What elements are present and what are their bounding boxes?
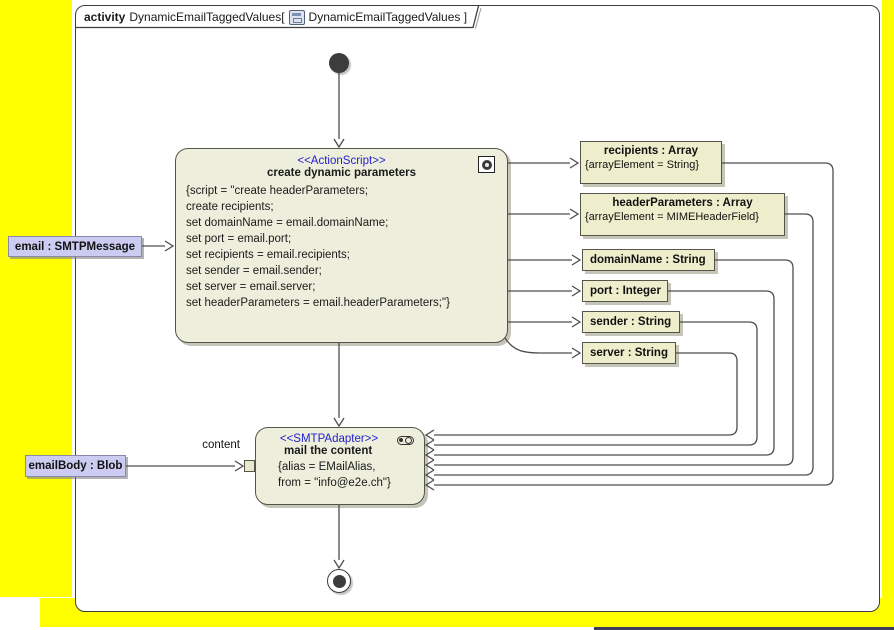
input-pin-content[interactable] bbox=[244, 460, 255, 472]
action-script: {script = "create headerParameters; crea… bbox=[176, 179, 507, 311]
frame-title-right: DynamicEmailTaggedValues ] bbox=[308, 10, 468, 24]
object-node-sender[interactable]: sender : String bbox=[582, 311, 680, 333]
frame-title-left: DynamicEmailTaggedValues[ bbox=[129, 10, 285, 24]
script-line: set domainName = email.domainName; bbox=[186, 217, 389, 229]
activity-final-node[interactable] bbox=[327, 569, 351, 593]
action-name: mail the content bbox=[284, 445, 373, 457]
object-title: server : String bbox=[590, 347, 668, 359]
frame-header[interactable]: activity DynamicEmailTaggedValues[ Dynam… bbox=[76, 6, 478, 28]
action-stereotype: <<ActionScript>> bbox=[297, 155, 386, 167]
window-edge bbox=[594, 627, 894, 630]
action-name: create dynamic parameters bbox=[267, 167, 416, 179]
activity-diagram-icon bbox=[288, 9, 305, 25]
activity-parameter-email-body[interactable]: emailBody : Blob bbox=[25, 455, 126, 477]
action-stereotype: <<SMTPAdapter>> bbox=[279, 433, 379, 445]
tagged-value-line: {alias = EMailAlias, bbox=[278, 461, 376, 473]
action-create-dynamic-parameters[interactable]: <<ActionScript>> create dynamic paramete… bbox=[175, 148, 508, 343]
object-title: sender : String bbox=[590, 316, 672, 328]
desktop-background-right bbox=[882, 0, 894, 627]
script-line: set headerParameters = email.headerParam… bbox=[186, 297, 450, 309]
script-line: set server = email.server; bbox=[186, 281, 316, 293]
activity-parameter-email[interactable]: email : SMTPMessage bbox=[8, 236, 142, 257]
object-node-recipients[interactable]: recipients : Array {arrayElement = Strin… bbox=[580, 141, 722, 184]
object-tagged-value: {arrayElement = MIMEHeaderField} bbox=[585, 211, 759, 223]
object-node-port[interactable]: port : Integer bbox=[582, 280, 668, 302]
script-line: create recipients; bbox=[186, 201, 274, 213]
object-title: domainName : String bbox=[590, 254, 706, 266]
smtp-adapter-icon bbox=[397, 436, 414, 445]
object-node-server[interactable]: server : String bbox=[582, 342, 676, 364]
initial-node[interactable] bbox=[329, 53, 349, 73]
object-node-header-parameters[interactable]: headerParameters : Array {arrayElement =… bbox=[580, 193, 785, 236]
tagged-value-line: from = "info@e2e.ch"} bbox=[278, 477, 391, 489]
script-line: set recipients = email.recipients; bbox=[186, 249, 350, 261]
object-title: recipients : Array bbox=[603, 145, 699, 157]
object-tagged-value: {arrayElement = String} bbox=[585, 159, 700, 171]
gear-icon bbox=[478, 156, 495, 173]
action-mail-the-content[interactable]: <<SMTPAdapter>> mail the content {alias … bbox=[255, 427, 425, 505]
script-line: {script = "create headerParameters; bbox=[186, 185, 369, 197]
object-title: port : Integer bbox=[590, 285, 661, 297]
object-node-domain-name[interactable]: domainName : String bbox=[582, 249, 715, 271]
pin-label-content: content bbox=[202, 439, 240, 451]
script-line: set sender = email.sender; bbox=[186, 265, 322, 277]
action-tagged-values: {alias = EMailAlias, from = "info@e2e.ch… bbox=[256, 457, 424, 491]
object-title: headerParameters : Array bbox=[612, 197, 753, 209]
parameter-label: email : SMTPMessage bbox=[14, 240, 136, 253]
script-line: set port = email.port; bbox=[186, 233, 292, 245]
frame-keyword: activity bbox=[84, 10, 126, 24]
desktop-background-left bbox=[0, 0, 72, 597]
parameter-label: emailBody : Blob bbox=[28, 460, 123, 472]
